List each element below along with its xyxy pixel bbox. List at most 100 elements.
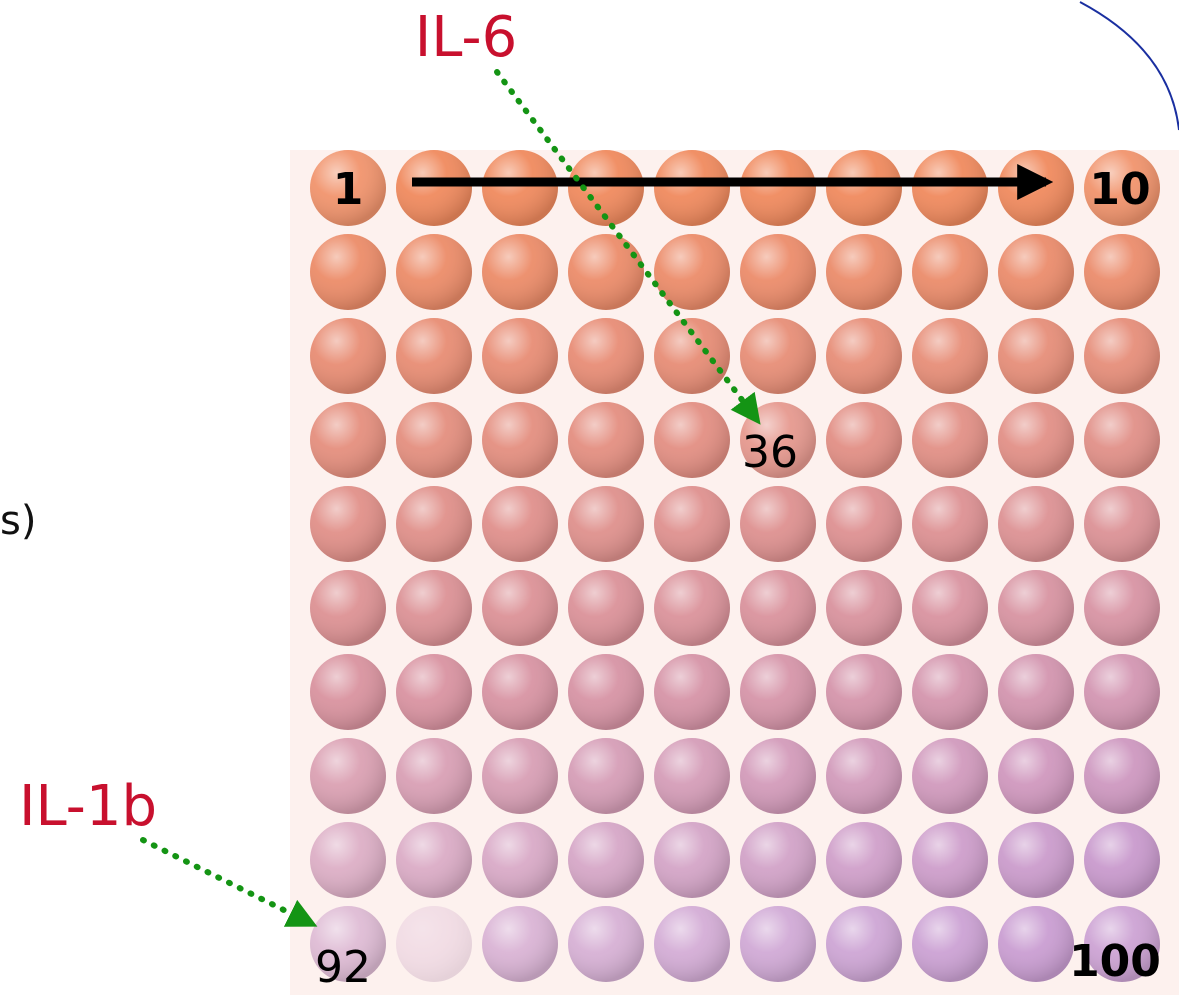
well-shading (310, 318, 386, 394)
well-shading (482, 402, 558, 478)
well-shading (826, 486, 902, 562)
well-shading (998, 906, 1074, 982)
well-shading (568, 906, 644, 982)
well-shading (482, 318, 558, 394)
well-shading (396, 234, 472, 310)
well-shading (998, 822, 1074, 898)
well-shading (1084, 234, 1160, 310)
well-shading (310, 654, 386, 730)
well-shading (482, 822, 558, 898)
well-shading (654, 738, 730, 814)
well-shading (396, 570, 472, 646)
well-shading (654, 318, 730, 394)
well-shading (998, 738, 1074, 814)
well-shading (826, 402, 902, 478)
well-shading (826, 234, 902, 310)
well-shading (568, 486, 644, 562)
well-shading (482, 570, 558, 646)
well-shading (482, 654, 558, 730)
well-number-100: 100 (1069, 936, 1161, 987)
well-shading (654, 570, 730, 646)
well-number-36: 36 (742, 427, 798, 478)
well-shading (998, 318, 1074, 394)
well-shading (740, 486, 816, 562)
well-shading (482, 738, 558, 814)
blue-arc (1079, 1, 1179, 131)
well-shading (568, 570, 644, 646)
well-shading (912, 234, 988, 310)
well-shading (998, 654, 1074, 730)
well-shading (568, 822, 644, 898)
well-number-10: 10 (1089, 164, 1150, 215)
il6-pointer-arrow (494, 69, 761, 425)
well-shading (912, 570, 988, 646)
partial-text: s) (0, 498, 36, 544)
well-shading (654, 654, 730, 730)
well-shading (740, 234, 816, 310)
well-shading (1084, 822, 1160, 898)
well-shading (482, 486, 558, 562)
well-shading (1084, 402, 1160, 478)
well-shading (1084, 738, 1160, 814)
well-shading (912, 738, 988, 814)
well-shading (826, 570, 902, 646)
well-number-1: 1 (333, 164, 364, 215)
well-shading (740, 654, 816, 730)
well-shading (826, 150, 902, 226)
well-shading (912, 654, 988, 730)
well-shading (740, 150, 816, 226)
well-shading (568, 402, 644, 478)
well-shading (912, 318, 988, 394)
il1b-pointer-arrow (140, 837, 318, 927)
well-shading (826, 318, 902, 394)
well-shading (1084, 654, 1160, 730)
well-shading (654, 150, 730, 226)
well-shading (912, 822, 988, 898)
well-shading (654, 402, 730, 478)
well-shading (1084, 906, 1160, 982)
well-shading (826, 654, 902, 730)
well-shading (396, 738, 472, 814)
well-shading (396, 486, 472, 562)
well-shading (310, 234, 386, 310)
well-shading (310, 402, 386, 478)
well-shading (310, 486, 386, 562)
well-shading (310, 906, 386, 982)
well-shading (654, 822, 730, 898)
il6-label: IL-6 (415, 5, 518, 70)
well-shading (482, 234, 558, 310)
well-shading (396, 822, 472, 898)
well-shading (654, 486, 730, 562)
well-shading (826, 822, 902, 898)
well-shading (998, 486, 1074, 562)
well-shading (912, 402, 988, 478)
well-shading (826, 738, 902, 814)
well-shading (310, 570, 386, 646)
wells-grid (310, 150, 1160, 982)
well-shading (912, 906, 988, 982)
well-shading (654, 906, 730, 982)
well-shading (396, 906, 472, 982)
well-shading (482, 906, 558, 982)
well-shading (740, 906, 816, 982)
well-shading (740, 822, 816, 898)
well-shading (998, 234, 1074, 310)
well-shading (310, 738, 386, 814)
well-shading (912, 150, 988, 226)
well-shading (1084, 318, 1160, 394)
well-shading (568, 318, 644, 394)
well-shading (568, 654, 644, 730)
well-shading (568, 738, 644, 814)
well-shading (568, 150, 644, 226)
well-shading (310, 822, 386, 898)
well-shading (310, 150, 386, 226)
well-shading (1084, 150, 1160, 226)
well-shading (1084, 570, 1160, 646)
well-shading (568, 234, 644, 310)
well-shading (998, 570, 1074, 646)
well-shading (396, 402, 472, 478)
well-shading (998, 150, 1074, 226)
well-shading (396, 318, 472, 394)
well-shading (912, 486, 988, 562)
